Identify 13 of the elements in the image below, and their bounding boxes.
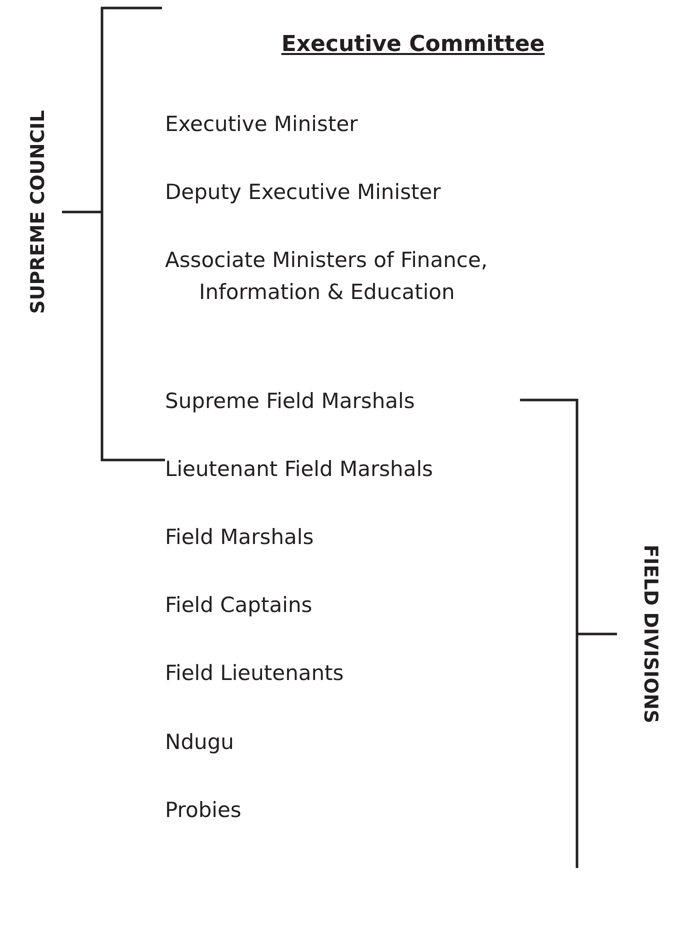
- rank-label: Field Captains: [165, 592, 312, 619]
- rank-label: Probies: [165, 797, 242, 824]
- rank-label: Field Lieutenants: [165, 660, 344, 687]
- rank-label: Lieutenant Field Marshals: [165, 456, 433, 483]
- group-label: SUPREME COUNCIL: [26, 110, 50, 314]
- heading: Executive Committee: [281, 31, 545, 59]
- rank-label: Field Marshals: [165, 524, 314, 551]
- rank-label: Ndugu: [165, 729, 234, 756]
- rank-label: Associate Ministers of Finance, Information & Education: [165, 247, 489, 306]
- rank-label: Supreme Field Marshals: [165, 388, 415, 415]
- rank-label: Executive Minister: [165, 111, 358, 138]
- rank-label: Deputy Executive Minister: [165, 179, 441, 206]
- group-label: FIELD DIVISIONS: [638, 544, 662, 724]
